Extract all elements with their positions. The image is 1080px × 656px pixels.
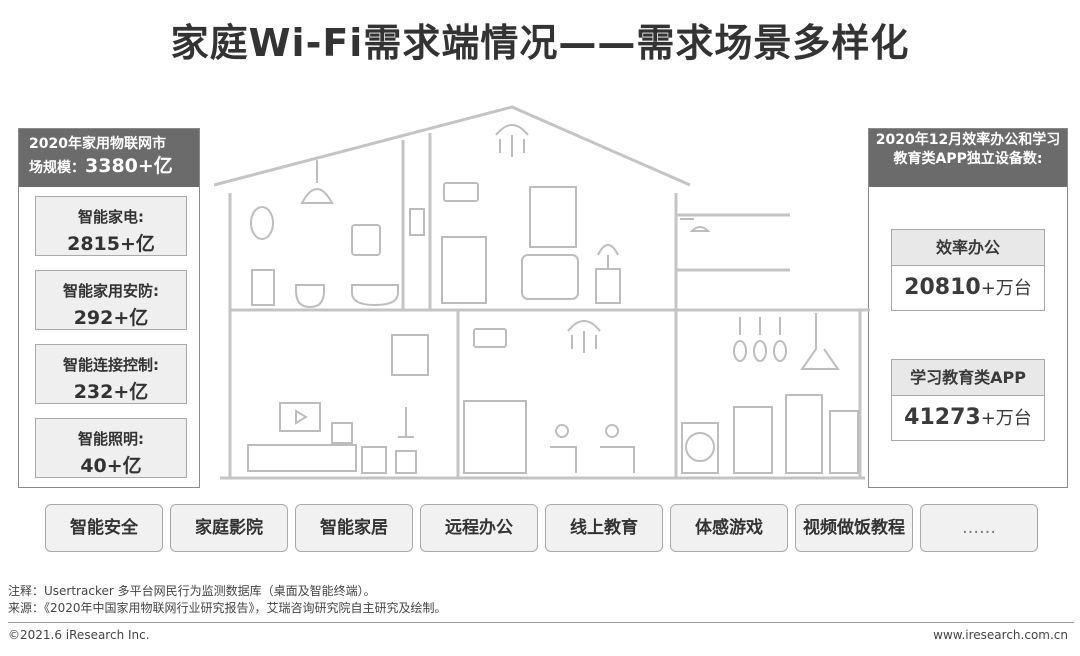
app-device-unit: +万台: [980, 278, 1032, 299]
market-item-value: 40+亿: [80, 455, 142, 477]
market-item: 智能照明: 40+亿: [35, 418, 187, 478]
towel-icon: [351, 224, 381, 256]
footer-divider: [8, 622, 1074, 623]
stove-icon: [733, 406, 773, 474]
student-desk-icon: [550, 424, 577, 473]
microphone-icon: [395, 407, 417, 474]
ceiling-lamp-icon: [300, 188, 334, 204]
website-link[interactable]: www.iresearch.com.cn: [933, 628, 1068, 642]
page-title: 家庭Wi-Fi需求端情况——需求场景多样化: [170, 21, 910, 65]
app-devices-panel: 2020年12月效率办公和学习教育类APP独立设备数: 效率办公 20810+万…: [868, 128, 1068, 488]
market-size-label: 场规模：: [29, 160, 85, 176]
market-size-total: 3380+亿: [85, 155, 173, 177]
speaker-icon: [361, 446, 387, 474]
game-console-icon: [331, 422, 353, 444]
scenario-remote-office: 远程办公: [420, 504, 538, 552]
switch-icon: [409, 208, 425, 236]
scenario-cooking-video: 视频做饭教程: [795, 504, 913, 552]
market-size-header-line1: 2020年家用物联网市: [29, 136, 166, 152]
market-size-header-line2: 场规模：3380+亿: [29, 155, 189, 179]
market-item-value: 232+亿: [73, 381, 149, 403]
market-item-label: 智能连接控制:: [63, 356, 159, 374]
range-hood-icon: [800, 313, 840, 370]
scenario-motion-gaming: 体感游戏: [670, 504, 788, 552]
chandelier-icon: [495, 124, 529, 157]
app-device-label: 效率办公: [892, 230, 1044, 266]
market-item-label: 智能家电:: [78, 208, 144, 226]
app-device-value-row: 20810+万台: [892, 266, 1044, 310]
app-device-item: 学习教育类APP 41273+万台: [891, 359, 1045, 441]
source-text: 来源：《2020年中国家用物联网行业研究报告》，艾瑞咨询研究院自主研究及绘制。: [8, 601, 447, 615]
market-size-panel: 2020年家用物联网市 场规模：3380+亿 智能家电: 2815+亿 智能家用…: [18, 128, 200, 488]
fridge-icon: [785, 394, 823, 474]
app-device-value: 20810: [904, 275, 981, 300]
scenario-more: ……: [920, 504, 1038, 552]
oven-icon: [829, 410, 859, 474]
bedside-lamp-icon: [595, 244, 621, 304]
copyright-text: ©2021.6 iResearch Inc.: [8, 628, 150, 642]
market-item-value: 2815+亿: [67, 233, 155, 255]
air-conditioner-icon: [443, 182, 479, 202]
scenario-smart-home: 智能家居: [295, 504, 413, 552]
market-item-label: 智能家用安防:: [63, 282, 159, 300]
scenario-online-education: 线上教育: [545, 504, 663, 552]
scenario-smart-security: 智能安全: [45, 504, 163, 552]
chandelier-2-icon: [567, 320, 601, 353]
wall-lamp-icon: [680, 218, 711, 232]
washing-machine-icon: [685, 432, 715, 462]
app-device-value: 41273: [904, 405, 981, 430]
market-item-label: 智能照明:: [78, 430, 144, 448]
market-item: 智能连接控制: 232+亿: [35, 344, 187, 404]
curtain-icon: [529, 186, 577, 248]
tv-icon: [279, 402, 321, 432]
roof-outline: [213, 105, 691, 187]
toilet-icon: [295, 284, 325, 309]
bookshelf-icon: [463, 400, 527, 474]
bed-icon: [521, 254, 579, 300]
market-item-value: 292+亿: [73, 307, 149, 329]
cabinet-icon: [251, 269, 275, 306]
bathtub-icon: [351, 284, 399, 307]
note-text: 注释：Usertracker 多平台网民行为监测数据库（桌面及智能终端）。: [8, 584, 376, 598]
app-device-item: 效率办公 20810+万台: [891, 229, 1045, 311]
scenario-home-theater: 家庭影院: [170, 504, 288, 552]
market-size-header: 2020年家用物联网市 场规模：3380+亿: [19, 129, 199, 187]
tv-cabinet-icon: [247, 444, 357, 472]
market-item: 智能家用安防: 292+亿: [35, 270, 187, 330]
office-desk-icon: [600, 424, 635, 473]
pendant-light-icon: [733, 340, 747, 362]
house-illustration: [213, 105, 870, 480]
wardrobe-icon: [441, 236, 487, 304]
air-conditioner-2-icon: [473, 328, 507, 348]
mirror-icon: [250, 206, 274, 240]
app-device-unit: +万台: [980, 408, 1032, 429]
painting-icon: [391, 334, 429, 376]
app-device-label: 学习教育类APP: [892, 360, 1044, 396]
app-devices-header: 2020年12月效率办公和学习教育类APP独立设备数:: [869, 129, 1067, 187]
market-item: 智能家电: 2815+亿: [35, 196, 187, 256]
app-device-value-row: 41273+万台: [892, 396, 1044, 440]
